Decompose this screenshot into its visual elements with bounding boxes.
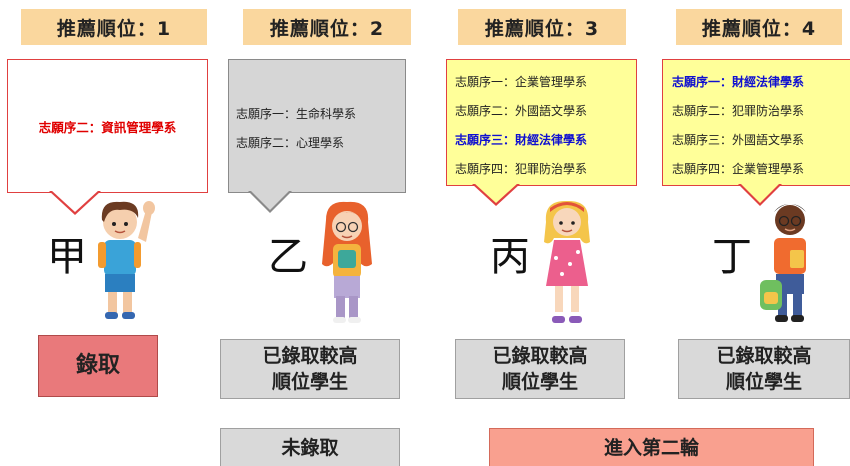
wish-line: 志願序二：犯罪防治學系 (672, 104, 805, 118)
student-name-3: 丙 (490, 234, 530, 280)
girl-pink-dress-illustration (544, 200, 590, 323)
result-higher-rank-admitted: 已錄取較高 順位學生 (220, 339, 400, 399)
outcome-next-round: 進入第二輪 (489, 428, 814, 466)
result-line: 已錄取較高 (492, 345, 588, 367)
outcome-not-admitted: 未錄取 (220, 428, 400, 466)
wish-line: 志願序一：企業管理學系 (455, 75, 588, 89)
boy-waving-illustration (98, 201, 155, 319)
student-name-1: 甲 (47, 234, 87, 280)
wish-bubble-4: 志願序一：財經法律學系 志願序二：犯罪防治學系 志願序三：外國語文學系 志願序四… (662, 59, 850, 206)
wish-line: 志願序二：資訊管理學系 (38, 120, 177, 135)
result-higher-rank-admitted: 已錄取較高 順位學生 (678, 339, 850, 399)
rank-header-2: 推薦順位：2 (243, 9, 411, 45)
student-name-2: 乙 (268, 234, 308, 280)
wish-line: 志願序三：財經法律學系 (455, 133, 588, 147)
wish-bubble-3: 志願序一：企業管理學系 志願序二：外國語文學系 志願序三：財經法律學系 志願序四… (446, 59, 637, 206)
result-line: 已錄取較高 (716, 345, 812, 367)
wish-bubble-2: 志願序一：生命科學系 志願序二：心理學系 (228, 59, 406, 213)
result-line: 順位學生 (725, 371, 802, 393)
boy-backpack-illustration (760, 204, 806, 322)
result-line: 順位學生 (271, 371, 348, 393)
result-admitted: 錄取 (38, 335, 158, 397)
wish-line: 志願序三：外國語文學系 (672, 133, 805, 147)
wish-line: 志願序二：心理學系 (236, 136, 345, 150)
rank-header-4: 推薦順位：4 (676, 9, 842, 45)
student-name-4: 丁 (712, 234, 752, 280)
result-line: 已錄取較高 (262, 345, 358, 367)
wish-line: 志願序二：外國語文學系 (455, 104, 588, 118)
wish-line: 志願序一：財經法律學系 (672, 75, 805, 89)
wish-line: 志願序一：生命科學系 (236, 107, 357, 121)
wish-line: 志願序四：企業管理學系 (672, 162, 805, 176)
wish-bubble-1: 志願序二：資訊管理學系 (7, 59, 208, 215)
rank-header-1: 推薦順位：1 (21, 9, 207, 45)
result-higher-rank-admitted: 已錄取較高 順位學生 (455, 339, 625, 399)
rank-header-3: 推薦順位：3 (458, 9, 626, 45)
result-line: 順位學生 (501, 371, 578, 393)
wish-line: 志願序四：犯罪防治學系 (455, 162, 588, 176)
girl-glasses-illustration (322, 201, 372, 323)
